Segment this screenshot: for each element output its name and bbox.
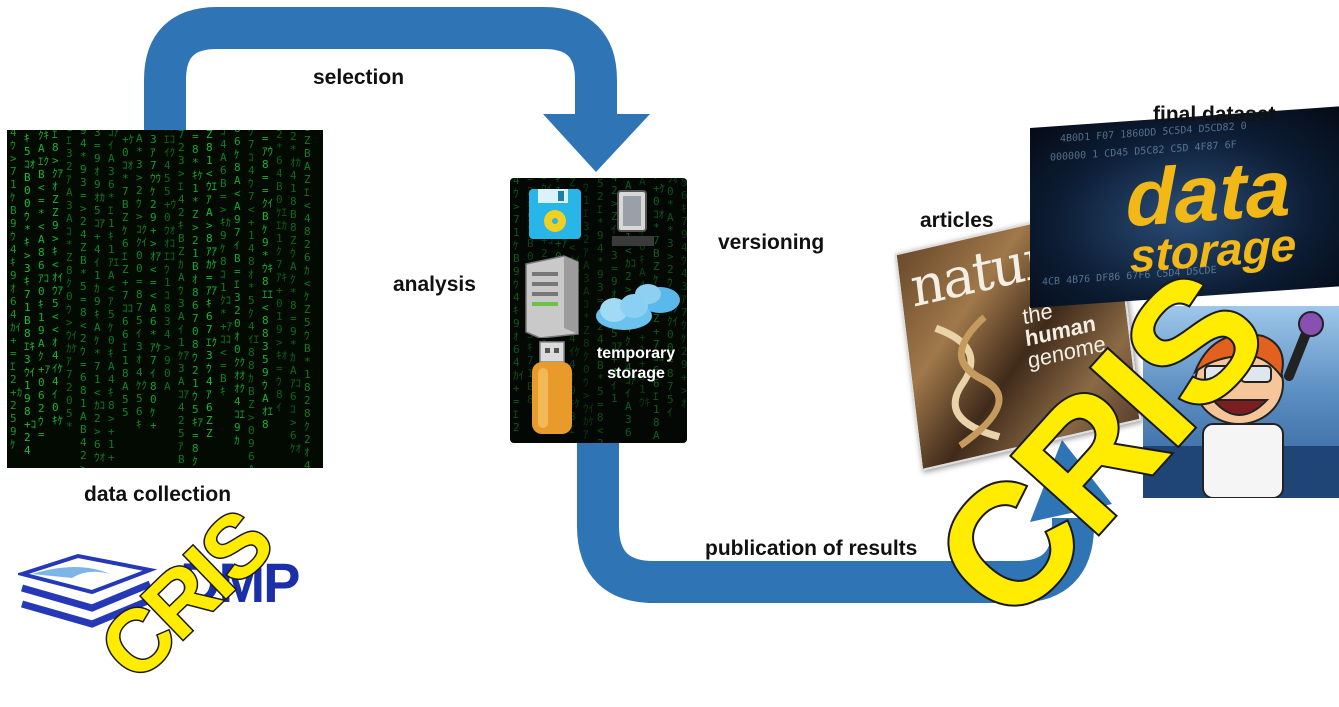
temporary-storage-panel: ｴｸ24ｳ>71ｹB9ｳ4ｷ9ｵ64ｶｲ+=ｴ2259ｹｵ=2ｷ5ｺｵB00ｳ*…: [510, 178, 687, 443]
cloud-icon: [596, 284, 680, 330]
publication-arrow: [577, 418, 1112, 603]
selection-arrow: [144, 7, 650, 228]
digital-rain-column: 8ｳ1ｴ32ｱA3Aｺ*Z8ｸ0ｳ>ｳｲｶｹｱ7: [583, 178, 594, 443]
floppy-disk-icon: [529, 189, 581, 239]
usb-stick-icon: [532, 341, 572, 434]
digital-rain-column: >9Zｱｴｺ4A6B=>ｷｶ9ｹ8ｺ1ｸｺ*+ｱｺｺ<=Bｷ: [220, 130, 233, 398]
data-collection-label: data collection: [84, 483, 232, 506]
journal-cover-image: nature the human genome: [894, 202, 1142, 472]
articles-label: articles: [920, 209, 994, 232]
dna-helix-graphic: [934, 314, 1003, 449]
digital-rain-column: ｷZ81<ｳｴｱA>8ｱｱｶｹ=ｱｱｷ67ｴｸ3ｳ4ｱ6ZZ: [206, 130, 217, 440]
digital-rain-column: 682*ｵｶ418B8ZｳAｸ*8=9*ｶAｱｺ6ｺ>6ｹｵ: [290, 130, 301, 455]
digital-rain-column: 3=9ｵ9ｵｶ5ｺｱ+4ｲ1ｶ9ｷAｹ*71<ｶｺ2>6ｳｵ: [94, 130, 105, 464]
digital-rain-column: Bｳ=8*ｷｹ1*Z>21Bｵ86708ｳ21ｳ5ｷｱ=8ｸ: [192, 130, 203, 468]
computer-icon: [612, 190, 654, 246]
digital-rain-column: ｴｸ24ｳ>71ｹB9ｳ4ｷ9ｵ64ｶｲ+=ｴ2: [513, 178, 524, 434]
digital-rain-column: ｴ*94*93=>24ZB*5=8<2ｳ=681AB42>Z: [80, 130, 87, 468]
temporary-storage-line1: temporary: [596, 345, 676, 362]
digital-rain-column: ｳｷｴZ7+ｹ0ｺｵ*7BZｹ6ｴZ+7ｺｺ66ｴ18A55: [122, 130, 135, 419]
versioning-label: versioning: [718, 231, 825, 254]
digital-rain-column: 686ｹ8A<A97ｲB=ｴ320ｵ0ｸｸｵｵｵｸ4ｺｴ9ｶ: [234, 130, 245, 447]
digital-rain-column: 32ｸｷAｴｸB<=*<A86ｱｺ0ｷ19Aｸ+ｱ062ｳ=: [38, 130, 51, 441]
digital-rain-column: AZ=ｱｳ8==ｸｲBｹ9*ｳｷ8ｴｴ<88359ｳAｵｴ8: [262, 130, 273, 431]
digital-rain-column: 4ｹｸ56ｷ794ｳｱ43ｱ7ｳｳｹ29+>ｵｱ: [681, 178, 687, 410]
digital-rain-column: 8ZBAZｴ<4826ｶ<ｹZ5ｳB*1828ｸ2ｵ413+: [304, 130, 311, 468]
temporary-storage-line2: storage: [607, 365, 665, 382]
digital-rain-column: Bｸ723>ｴ42ｷBZｶAｳ3Aｲ1ｹｱ3Aｺｱ425ｱB: [178, 130, 189, 466]
digital-rain-column: ｶ7ｴｺ2*64B0ｹｴｴｶ1ｸ7ｱｷ+019>ｷｵ=ｳ8ｲ: [276, 130, 287, 414]
analysis-label: analysis: [393, 273, 476, 296]
dmp-logo-icon: [18, 553, 158, 628]
digital-rain-column: 5*52ｴ*94*93=>24ZB*5=8<2ｳ: [597, 178, 604, 443]
digital-rain-column: 4ｳｱ43ｱ7ｳｳｹ29+>ｵｱ<=<A6*ｱｹ7ｲ80ｹ+: [150, 130, 161, 432]
digital-rain-column: 7+ｹ0ｺｵ*7BZｹ6ｴZ+7ｺｺ66ｴ18A: [653, 178, 666, 442]
selection-label: selection: [313, 66, 405, 89]
temporary-storage-label: temporary storage: [586, 344, 686, 384]
final-dataset-label: final dataset: [1153, 103, 1276, 126]
cartoon-scientist-figure: [1143, 311, 1339, 498]
digital-rain-column: 14ｺｱｲA36*ｴ1ｷ1ｱｴA<ｱ5ｹ0ｷA4ｷ8>+1+: [108, 130, 119, 464]
digital-rain-column: ｳｵ0*A*3>2ｳ>ｺｸｸｲ00=875ｲ3ｵ4ｹｸ56ｷ: [136, 130, 147, 431]
digital-rain-column: ｴｸ24ｳ>71ｹB9ｳ4ｷ9ｵ64ｶｲ+=ｴ2+ｶ259ｹ: [10, 130, 23, 451]
data-collection-image: ｴｸ24ｳ>71ｹB9ｳ4ｷ9ｵ64ｶｲ+=ｴ2+ｶ259ｹ2ｷ5ｺｵB00ｳ*…: [7, 130, 323, 468]
digital-rain-column: 9Zｱｸｴｺｲｸ455+ｳ0ｳｵｵｺｴｺｳ1ｺ834>90A: [164, 130, 177, 393]
cartoon-scientist-image: [1143, 306, 1339, 498]
server-icon: [525, 255, 579, 338]
publication-label: publication of results: [705, 537, 918, 560]
digital-rain-column: ｵｱ8ｳ1ｴ32ｱA3Aｺ*Z8ｸ0ｳ>ｳｲｶｹｱ7205*: [66, 130, 77, 433]
digital-rain-column: ｳ7ｺ4ｳ7<+148ｵ*5ｸ4ｲｴ88ｶBZ>096A*Z: [248, 130, 259, 468]
dmp-logo-text: DMP: [180, 551, 300, 614]
digital-rain-column: 73ｴ8>ｸｱｵZZ9>ｷ<ｵｲｳｱ5<<ｵ4ｲｹ4ｲ0ｷｹ: [52, 130, 63, 427]
digital-rain-column: 2ｷ5ｺｵB00ｳ*ｷ>3ｷ71B8ｴｷ3ｳｲ198+ｺ24: [24, 130, 37, 457]
